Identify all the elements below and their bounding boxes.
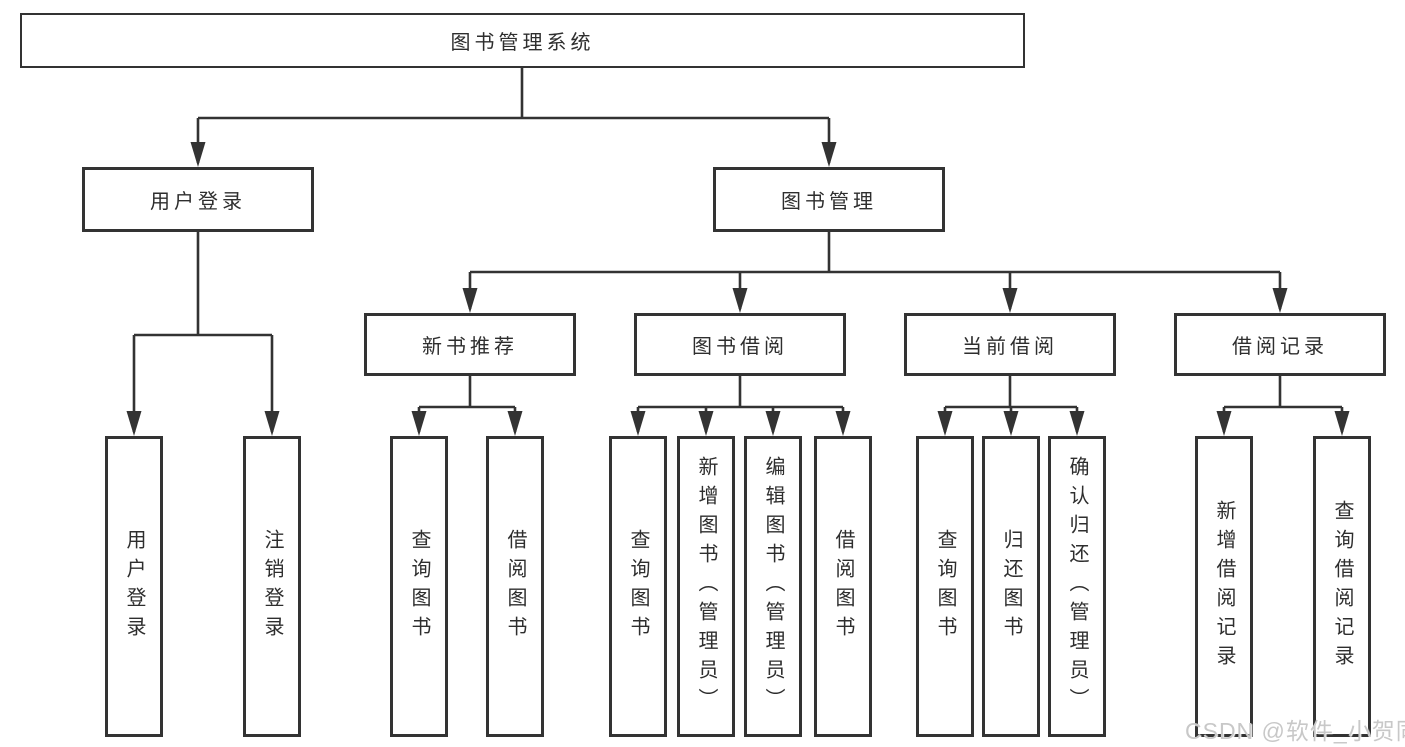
node-borrowing-records: 借阅记录 bbox=[1174, 313, 1386, 376]
leaf-borrowing-borrow-books: 借阅图书 bbox=[814, 436, 872, 737]
leaf-user-login: 用户登录 bbox=[105, 436, 163, 737]
node-user-login-module: 用户登录 bbox=[82, 167, 314, 232]
leaf-logout: 注销登录 bbox=[243, 436, 301, 737]
leaf-recommend-borrow-books: 借阅图书 bbox=[486, 436, 544, 737]
leaf-borrowing-query-books: 查询图书 bbox=[609, 436, 667, 737]
node-book-borrowing: 图书借阅 bbox=[634, 313, 846, 376]
arrowheads bbox=[126, 142, 1350, 436]
node-new-book-recommend: 新书推荐 bbox=[364, 313, 576, 376]
leaf-add-borrow-record: 新增借阅记录 bbox=[1195, 436, 1253, 737]
tree-edges bbox=[132, 68, 1344, 432]
leaf-query-borrow-record: 查询借阅记录 bbox=[1313, 436, 1371, 737]
leaf-return-books: 归还图书 bbox=[982, 436, 1040, 737]
leaf-confirm-return-admin: 确认归还（管理员） bbox=[1048, 436, 1106, 737]
node-system-root: 图书管理系统 bbox=[20, 13, 1025, 68]
leaf-edit-books-admin: 编辑图书（管理员） bbox=[744, 436, 802, 737]
node-book-management-module: 图书管理 bbox=[713, 167, 945, 232]
leaf-add-books-admin: 新增图书（管理员） bbox=[677, 436, 735, 737]
node-current-borrowing: 当前借阅 bbox=[904, 313, 1116, 376]
leaf-recommend-query-books: 查询图书 bbox=[390, 436, 448, 737]
leaf-current-query-books: 查询图书 bbox=[916, 436, 974, 737]
